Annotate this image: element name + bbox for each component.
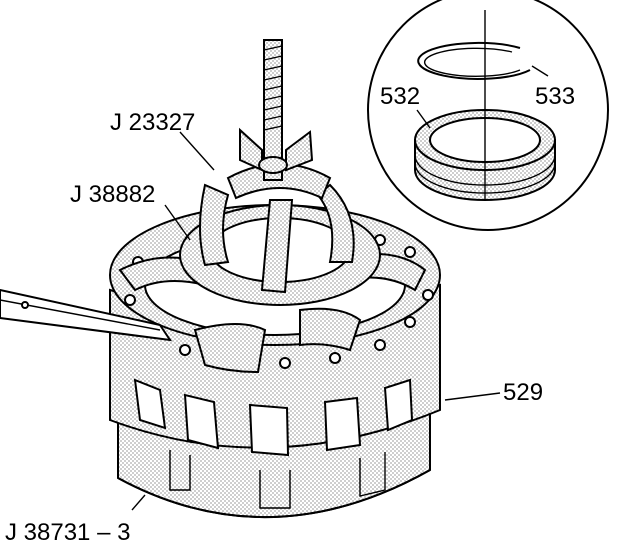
label-533: 533 <box>535 83 575 110</box>
label-529: 529 <box>503 379 543 406</box>
puller-bridge <box>179 163 381 306</box>
label-532: 532 <box>380 83 420 110</box>
label-j38731-3: J 38731 – 3 <box>5 519 130 546</box>
snap-ring-533 <box>417 41 531 80</box>
label-j23327: J 23327 <box>110 109 195 136</box>
label-j38882: J 38882 <box>70 181 155 208</box>
drum-slots <box>133 378 414 457</box>
pry-tool <box>0 288 173 342</box>
inset-detail <box>367 0 609 231</box>
spring-compressor <box>118 253 427 374</box>
threaded-rod <box>239 39 314 181</box>
leader-lines <box>131 65 549 511</box>
